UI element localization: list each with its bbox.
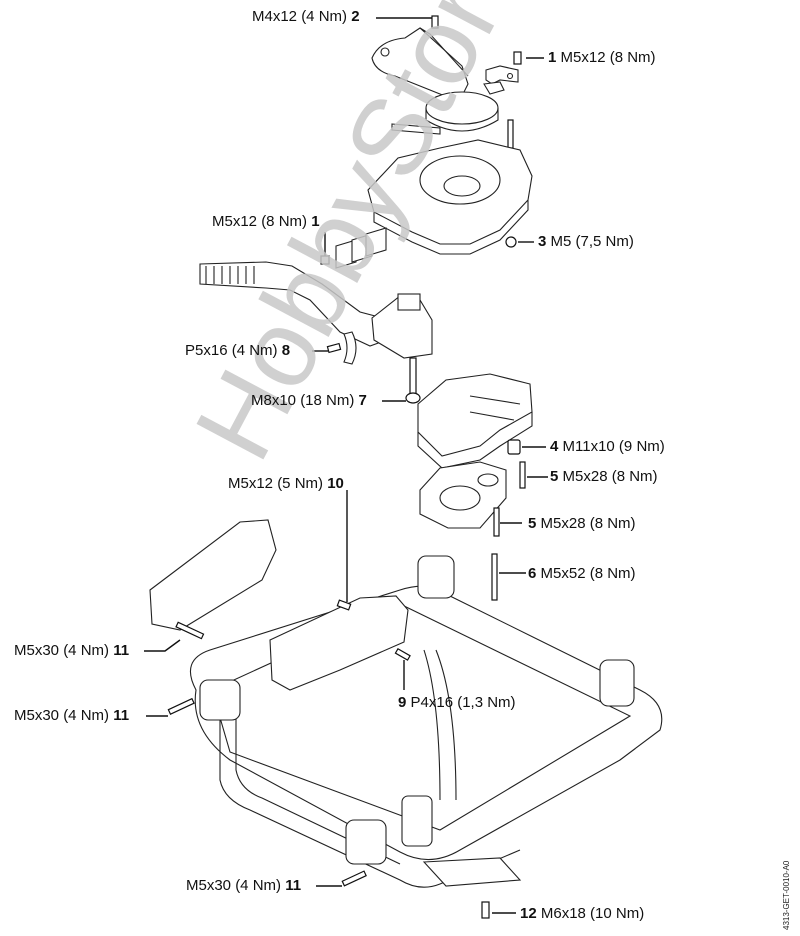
callout-number: 11 [285, 877, 302, 894]
nut-3 [505, 236, 517, 248]
callout-number: 6 [528, 565, 537, 582]
screw-9 [394, 647, 411, 661]
callout-number: 10 [327, 475, 344, 492]
callout-number: 5 [528, 515, 537, 532]
callout-3: 3 M5 (7,5 Nm) [538, 233, 634, 251]
callout-12: 12 M6x18 (10 Nm) [520, 905, 644, 923]
screw-10 [336, 599, 352, 611]
callout-number: 7 [358, 392, 367, 409]
callout-6: 6 M5x52 (8 Nm) [528, 565, 636, 583]
screw-1a [513, 51, 522, 65]
leader-lines [144, 17, 548, 914]
callout-spec: M8x10 (18 Nm) [251, 392, 355, 409]
callout-11-lower: M5x30 (4 Nm) 11 [186, 877, 301, 895]
stud [507, 119, 514, 149]
frame [189, 555, 663, 888]
callout-11-middle: M5x30 (4 Nm) 11 [14, 707, 129, 725]
callout-5-lower: 5 M5x28 (8 Nm) [528, 515, 636, 533]
callout-spec: M5x30 (4 Nm) [186, 877, 282, 894]
callout-number: 12 [520, 905, 537, 922]
callout-spec: M5x52 (8 Nm) [540, 565, 636, 582]
screw-5a [519, 461, 526, 489]
callout-number: 3 [538, 233, 547, 250]
callout-number: 11 [113, 707, 130, 724]
screw-8 [326, 342, 342, 354]
callout-7: M8x10 (18 Nm) 7 [251, 392, 367, 410]
screw-11b [167, 697, 195, 716]
screw-2 [431, 15, 439, 29]
callout-8: P5x16 (4 Nm) 8 [185, 342, 290, 360]
callout-spec: P4x16 (1,3 Nm) [410, 694, 516, 711]
callout-spec: M5x12 (8 Nm) [560, 49, 656, 66]
cover-plate [371, 27, 469, 101]
gear-cover [419, 461, 507, 529]
callout-spec: M11x10 (9 Nm) [562, 438, 665, 455]
screw-11a [175, 621, 205, 640]
screw-11c [341, 870, 367, 887]
callout-spec: M5x12 (8 Nm) [212, 213, 308, 230]
handle-arm [199, 261, 433, 359]
callout-spec: M5x30 (4 Nm) [14, 642, 110, 659]
callout-spec: M5 (7,5 Nm) [550, 233, 634, 250]
callout-5-upper: 5 M5x28 (8 Nm) [550, 468, 658, 486]
callout-number: 8 [281, 342, 291, 359]
callout-number: 9 [398, 694, 407, 711]
gear-housing [417, 373, 533, 469]
callout-1-left: M5x12 (8 Nm) 1 [212, 213, 320, 231]
callout-number: 1 [548, 49, 557, 66]
left-handle [149, 519, 409, 691]
callout-spec: M5x28 (8 Nm) [562, 468, 658, 485]
callout-spec: M4x12 (4 Nm) [252, 8, 348, 25]
shaft [405, 357, 421, 404]
document-id: 4313-GET-0010-A0 [782, 860, 791, 930]
callout-spec: M6x18 (10 Nm) [540, 905, 645, 922]
callout-number: 11 [113, 642, 130, 659]
callout-spec: M5x12 (5 Nm) [228, 475, 324, 492]
callout-number: 4 [550, 438, 559, 455]
screw-12 [481, 901, 490, 919]
spring-band [391, 91, 499, 135]
callout-11-upper: M5x30 (4 Nm) 11 [14, 642, 129, 660]
callout-2: M4x12 (4 Nm) 2 [252, 8, 360, 26]
callout-number: 5 [550, 468, 559, 485]
upper-housing [367, 139, 533, 255]
gasket-plates [335, 227, 387, 269]
bracket [483, 65, 519, 95]
callout-number: 1 [311, 213, 320, 230]
callout-spec: M5x30 (4 Nm) [14, 707, 110, 724]
callout-number: 2 [351, 8, 360, 25]
callout-spec: P5x16 (4 Nm) [185, 342, 278, 359]
callout-spec: M5x28 (8 Nm) [540, 515, 636, 532]
clamp [343, 331, 357, 365]
callout-9: 9 P4x16 (1,3 Nm) [398, 694, 516, 712]
screw-5b [493, 507, 500, 537]
callout-10: M5x12 (5 Nm) 10 [228, 475, 344, 493]
callout-1-top: 1 M5x12 (8 Nm) [548, 49, 656, 67]
screw-6 [491, 553, 498, 601]
plug-screw [507, 439, 521, 455]
callout-4: 4 M11x10 (9 Nm) [550, 438, 665, 456]
